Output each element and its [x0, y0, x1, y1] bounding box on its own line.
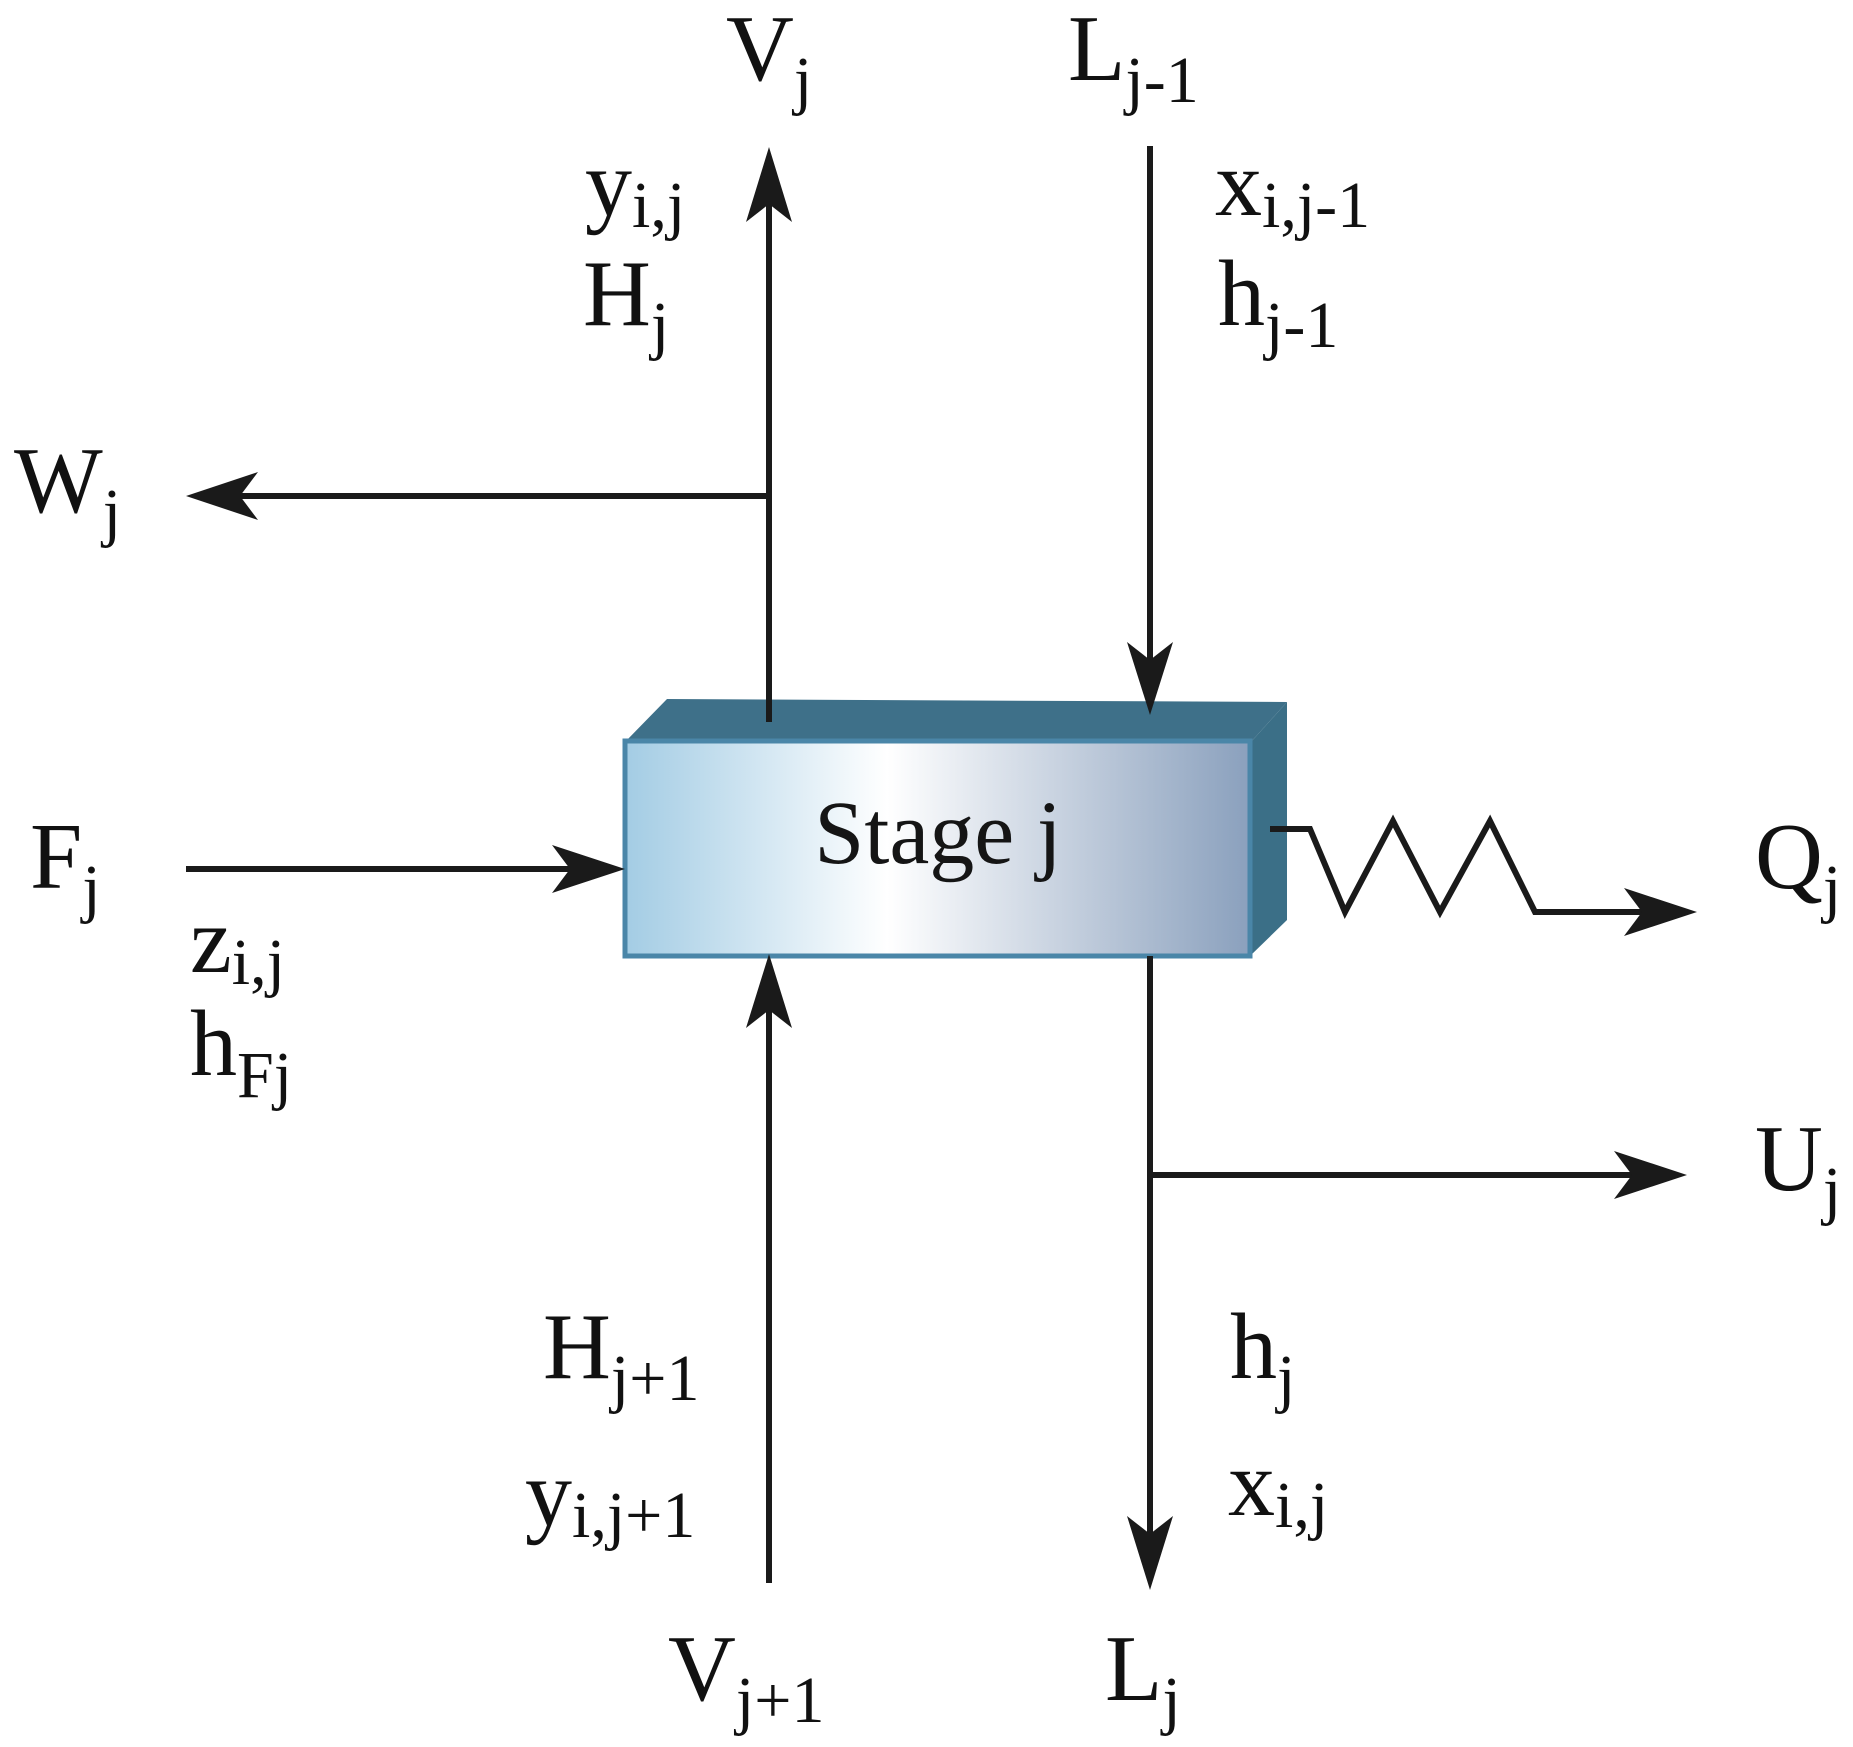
label-feed: Fj — [30, 805, 101, 925]
vapor-side-draw-arrow — [186, 472, 766, 520]
label-liquid-out: Lj — [1105, 1617, 1181, 1737]
liquid-in-arrow — [1127, 146, 1173, 715]
vapor-in-arrow — [746, 954, 792, 1583]
label-feed-composition: zi,j — [190, 889, 285, 999]
liquid-side-draw-arrow — [1150, 1151, 1687, 1199]
label-vapor-side-draw: Wj — [14, 429, 121, 549]
liquid-out-arrow — [1127, 956, 1173, 1590]
stage-label: Stage j — [814, 784, 1061, 883]
label-heat-duty: Qj — [1755, 805, 1841, 925]
stage-side-face — [1250, 702, 1287, 956]
label-liquid-in-enthalpy: hj-1 — [1218, 242, 1338, 362]
feed-arrow — [186, 845, 625, 893]
label-liquid-out-enthalpy: hj — [1230, 1295, 1295, 1415]
label-vapor-out-enthalpy: Hj — [583, 242, 669, 362]
label-vapor-in-enthalpy: Hj+1 — [543, 1295, 699, 1415]
label-liquid-side-draw: Uj — [1755, 1107, 1841, 1227]
label-feed-enthalpy: hFj — [190, 992, 292, 1112]
label-vapor-out-composition: yi,j — [585, 132, 685, 242]
label-liquid-in-composition: xi,j-1 — [1215, 132, 1370, 242]
vapor-out-arrow — [746, 147, 792, 722]
label-vapor-in: Vj+1 — [668, 1617, 824, 1737]
stage-block: Stage j — [622, 699, 1287, 959]
label-liquid-in: Lj-1 — [1068, 0, 1199, 117]
label-vapor-out: Vj — [726, 0, 812, 117]
label-vapor-in-composition: yi,j+1 — [525, 1442, 695, 1552]
stage-top-face — [626, 699, 1287, 743]
stage-front-face — [622, 738, 1253, 959]
heat-duty-arrow — [1270, 814, 1697, 936]
label-liquid-out-composition: xi,j — [1228, 1432, 1328, 1542]
